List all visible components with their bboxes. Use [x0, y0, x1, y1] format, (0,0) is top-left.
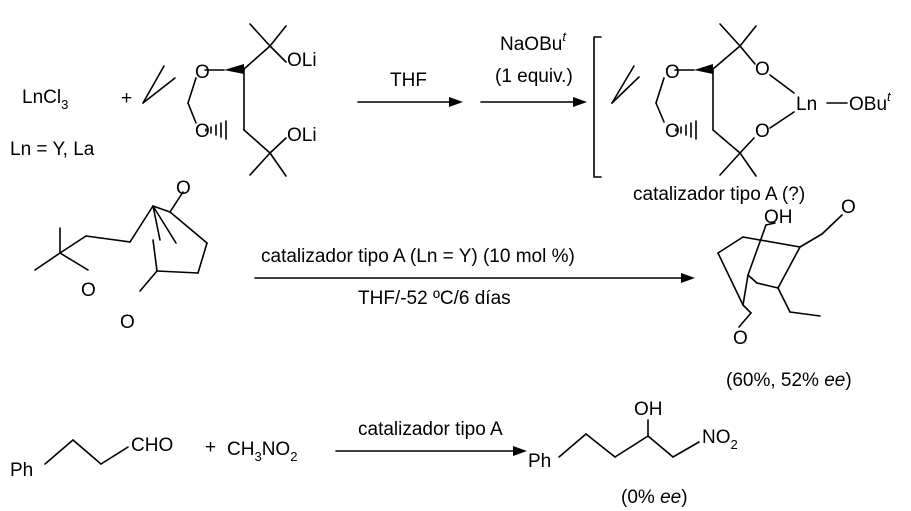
row2-reaction: O O O catalizador tipo A (Ln = Y) (10 mo… [34, 178, 856, 391]
bond [187, 102, 197, 124]
ring-oxygen: O [195, 62, 210, 83]
bond [269, 45, 287, 63]
ln-metal: Ln [796, 94, 817, 115]
ketone-oxygen: O [841, 197, 856, 218]
carbonyl-oxygen: O [120, 312, 135, 333]
carbonyl-oxygen: O [176, 178, 191, 199]
dilithium-diolate-structure: O O OLi OLi [142, 23, 317, 177]
ring-oxygen: O [665, 62, 680, 83]
oli-bottom-label: OLi [287, 125, 317, 146]
wedge-bond [694, 64, 713, 74]
hydroxyl-group: OH [634, 399, 663, 420]
bond [249, 23, 271, 47]
nitromethane-formula: CH3NO2 [227, 439, 297, 464]
chelate-oxygen: O [755, 59, 770, 80]
bond [142, 77, 176, 104]
yield-ee-result: (60%, 52% ee) [726, 370, 852, 391]
nitroalcohol-structure: Ph OH NO2 [528, 399, 738, 472]
bond [142, 65, 165, 104]
carbonyl-oxygen: O [81, 280, 96, 301]
row1-reaction: LnCl3 Ln = Y, La + [10, 23, 892, 205]
left-bracket [593, 36, 602, 178]
bond [269, 152, 287, 177]
plus-sign: + [121, 88, 132, 109]
bond [269, 25, 287, 47]
aldehyde-group: CHO [131, 435, 173, 456]
bond [243, 129, 271, 154]
thf-label: THF [390, 70, 427, 91]
plus-sign: + [205, 437, 216, 458]
lncl3-formula: LnCl3 [22, 87, 68, 112]
obu-ligand: OBut [849, 89, 892, 115]
aldehyde-structure: Ph CHO [10, 435, 173, 481]
row3-reaction: Ph CHO + CH3NO2 catalizador tipo A Ph OH… [10, 399, 738, 508]
bond [243, 45, 271, 70]
hashed-bond [205, 120, 227, 140]
chelate-oxygen: O [755, 121, 770, 142]
triketone-structure: O O O [34, 178, 208, 333]
ln-definition: Ln = Y, La [10, 139, 95, 160]
phenyl-group: Ph [528, 451, 551, 472]
ring-oxygen: O [665, 121, 680, 142]
oli-top-label: OLi [287, 50, 317, 71]
catalyst-caption: catalizador tipo A (?) [633, 184, 805, 205]
arrowhead [449, 97, 463, 107]
solvent-conditions: THF/-52 ºC/6 días [358, 288, 511, 309]
bond [249, 152, 271, 176]
equivalent-label: (1 equiv.) [495, 66, 573, 87]
arrowhead [513, 446, 527, 456]
catalyst-label: catalizador tipo A [358, 419, 503, 440]
arrowhead [573, 97, 587, 107]
naobu-reagent: NaOBut [500, 29, 567, 55]
arrowhead [681, 273, 695, 283]
wedge-bond [224, 64, 244, 74]
bond [269, 137, 287, 154]
ketone-oxygen: O [733, 328, 748, 349]
ring-oxygen: O [195, 121, 210, 142]
bicyclic-ketol-structure: OH O O [717, 197, 856, 349]
hydroxyl-group: OH [764, 207, 793, 228]
nitro-group: NO2 [702, 427, 738, 452]
ee-result: (0% ee) [621, 487, 688, 508]
catalyst-conditions: catalizador tipo A (Ln = Y) (10 mol %) [261, 246, 575, 267]
phenyl-group: Ph [10, 460, 33, 481]
hashed-bond [675, 120, 697, 140]
bond [187, 77, 197, 104]
lanthanide-complex: O O O O Ln OBut [593, 23, 892, 178]
